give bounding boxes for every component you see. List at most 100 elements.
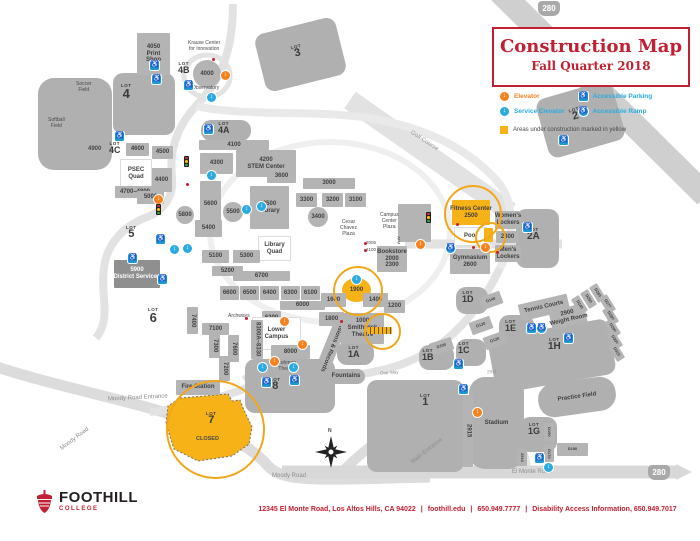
logo-subtitle: COLLEGE [59, 506, 99, 512]
entrance-dot [496, 251, 499, 254]
building-6100: 6100 [301, 286, 320, 300]
building-6700: 6700 [233, 271, 290, 281]
building-d170: D170 [544, 445, 554, 462]
building-3100: 3100 [345, 193, 366, 207]
map-title-box: Construction Map Fall Quarter 2018 [492, 27, 690, 87]
entrance-dot [212, 58, 215, 61]
footer-website-link[interactable]: foothill.edu [427, 506, 466, 513]
construction-highlight-circle [444, 185, 502, 243]
service-icon: ↕ [289, 363, 298, 372]
building-d180: D180 [557, 443, 588, 456]
north-road [148, 3, 237, 220]
fountains: Fountains [327, 369, 365, 384]
el-monte-road-label: El Monte Road [512, 469, 552, 475]
elevator-icon: ↕ [473, 408, 482, 417]
building-4900-label: 4900 [88, 146, 102, 152]
footer-info: 12345 El Monte Road, Los Altos Hills, CA… [240, 506, 695, 514]
parking-icon: ♿ [527, 324, 536, 333]
service-icon: ↕ [257, 202, 266, 211]
elevator-icon: ↕ [270, 357, 279, 366]
building-6600: 6600 [220, 286, 239, 300]
footer-separator: | [470, 506, 473, 513]
service-icon: ↕ [242, 205, 251, 214]
footer-disability-info: Disability Access Information, 650.949.7… [532, 506, 677, 513]
compass-n-label: N [328, 428, 332, 434]
gymnasium-2600: Gymnasium 2600 [450, 249, 490, 274]
building-7400: 7400 [187, 307, 198, 334]
highway-280-shield: 280 [538, 1, 560, 16]
construction-highlight-circle [166, 380, 265, 479]
building-5300: 5300 [233, 250, 260, 263]
building-3500: 3500 Library [250, 186, 289, 229]
construction-highlight-circle [364, 313, 401, 350]
moody-road-label-south: Moody Road [272, 473, 307, 479]
lot-2a-area [516, 209, 559, 268]
legend-service-elevator-label: Service Elevator [514, 108, 565, 115]
entrance-dot [245, 317, 248, 320]
service-icon: ↕ [170, 245, 179, 254]
parking-icon: ♿ [156, 235, 165, 244]
mens-lockers: Men's Lockers [495, 245, 521, 262]
legend-construction-note: Areas under construction marked in yello… [500, 126, 696, 134]
library-quad: Library Quad [258, 236, 291, 261]
page-subtitle: Fall Quarter 2018 [531, 59, 651, 73]
building-5800: 5800 [176, 206, 194, 224]
construction-swatch [500, 126, 508, 134]
building-7100: 7100 [202, 323, 229, 335]
cesar-chavez-plaza-label: Cesar Chavez Plaza [340, 219, 357, 237]
lot-1-area [367, 380, 464, 472]
elevator-icon: ↕ [500, 92, 509, 101]
entrance-dot [472, 246, 475, 249]
construction-highlight-circle [333, 266, 383, 316]
legend-item-elevator: ↕ Elevator [500, 92, 565, 101]
construction-highlight-circle [475, 222, 506, 253]
service-icon: ↕ [207, 93, 216, 102]
softball-field-label: Softball Field [48, 117, 65, 129]
legend-item-accessible-ramp: ♿ Accessible Ramp [578, 107, 653, 116]
parking-icon: ♿ [204, 125, 213, 134]
accessible-parking-icon: ♿ [578, 92, 588, 101]
building-6500: 6500 [240, 286, 259, 300]
building-7600: 7600 [228, 335, 239, 362]
parking-icon: ♿ [158, 275, 167, 284]
ramp-icon: ♿ [537, 324, 546, 333]
stadium: Stadium [469, 377, 524, 469]
legend: ↕ Elevator ↕ Service Elevator ♿ Accessib… [500, 92, 696, 134]
building-3600: 3600 [267, 170, 296, 183]
krause-center-label: Krause Center for Innovation [188, 40, 221, 52]
entrance-dot [456, 223, 459, 226]
elevator-icon: ↕ [416, 240, 425, 249]
elevator-icon: ↕ [221, 71, 230, 80]
parking-icon: ♿ [152, 75, 161, 84]
accessible-ramp-icon: ♿ [578, 107, 588, 116]
building-1800: 1800 [319, 312, 344, 326]
building-3400: 3400 [308, 207, 328, 227]
building-4500: 4500 [152, 146, 173, 159]
building-8300a-8330: 8300A–8330 [251, 320, 263, 359]
building-7200: 7200 [219, 356, 230, 381]
page-title: Construction Map [499, 36, 683, 57]
building-6000: 6000 [280, 301, 325, 310]
el-monte-arrow [676, 464, 692, 480]
building-3000: 3000 [303, 178, 355, 189]
building-5200: 5200 [212, 266, 243, 276]
construction-note-label: Areas under construction marked in yello… [513, 127, 627, 133]
building-5900: 5900 District Services [113, 260, 161, 288]
closed-label: CLOSED [196, 436, 219, 442]
lot-1a-area [337, 342, 374, 365]
parking-icon: ♿ [454, 360, 463, 369]
lot-4-area [113, 73, 175, 135]
parking-icon: ♿ [262, 378, 271, 387]
bookstore-building: Bookstore 2000 2300 [377, 246, 407, 272]
